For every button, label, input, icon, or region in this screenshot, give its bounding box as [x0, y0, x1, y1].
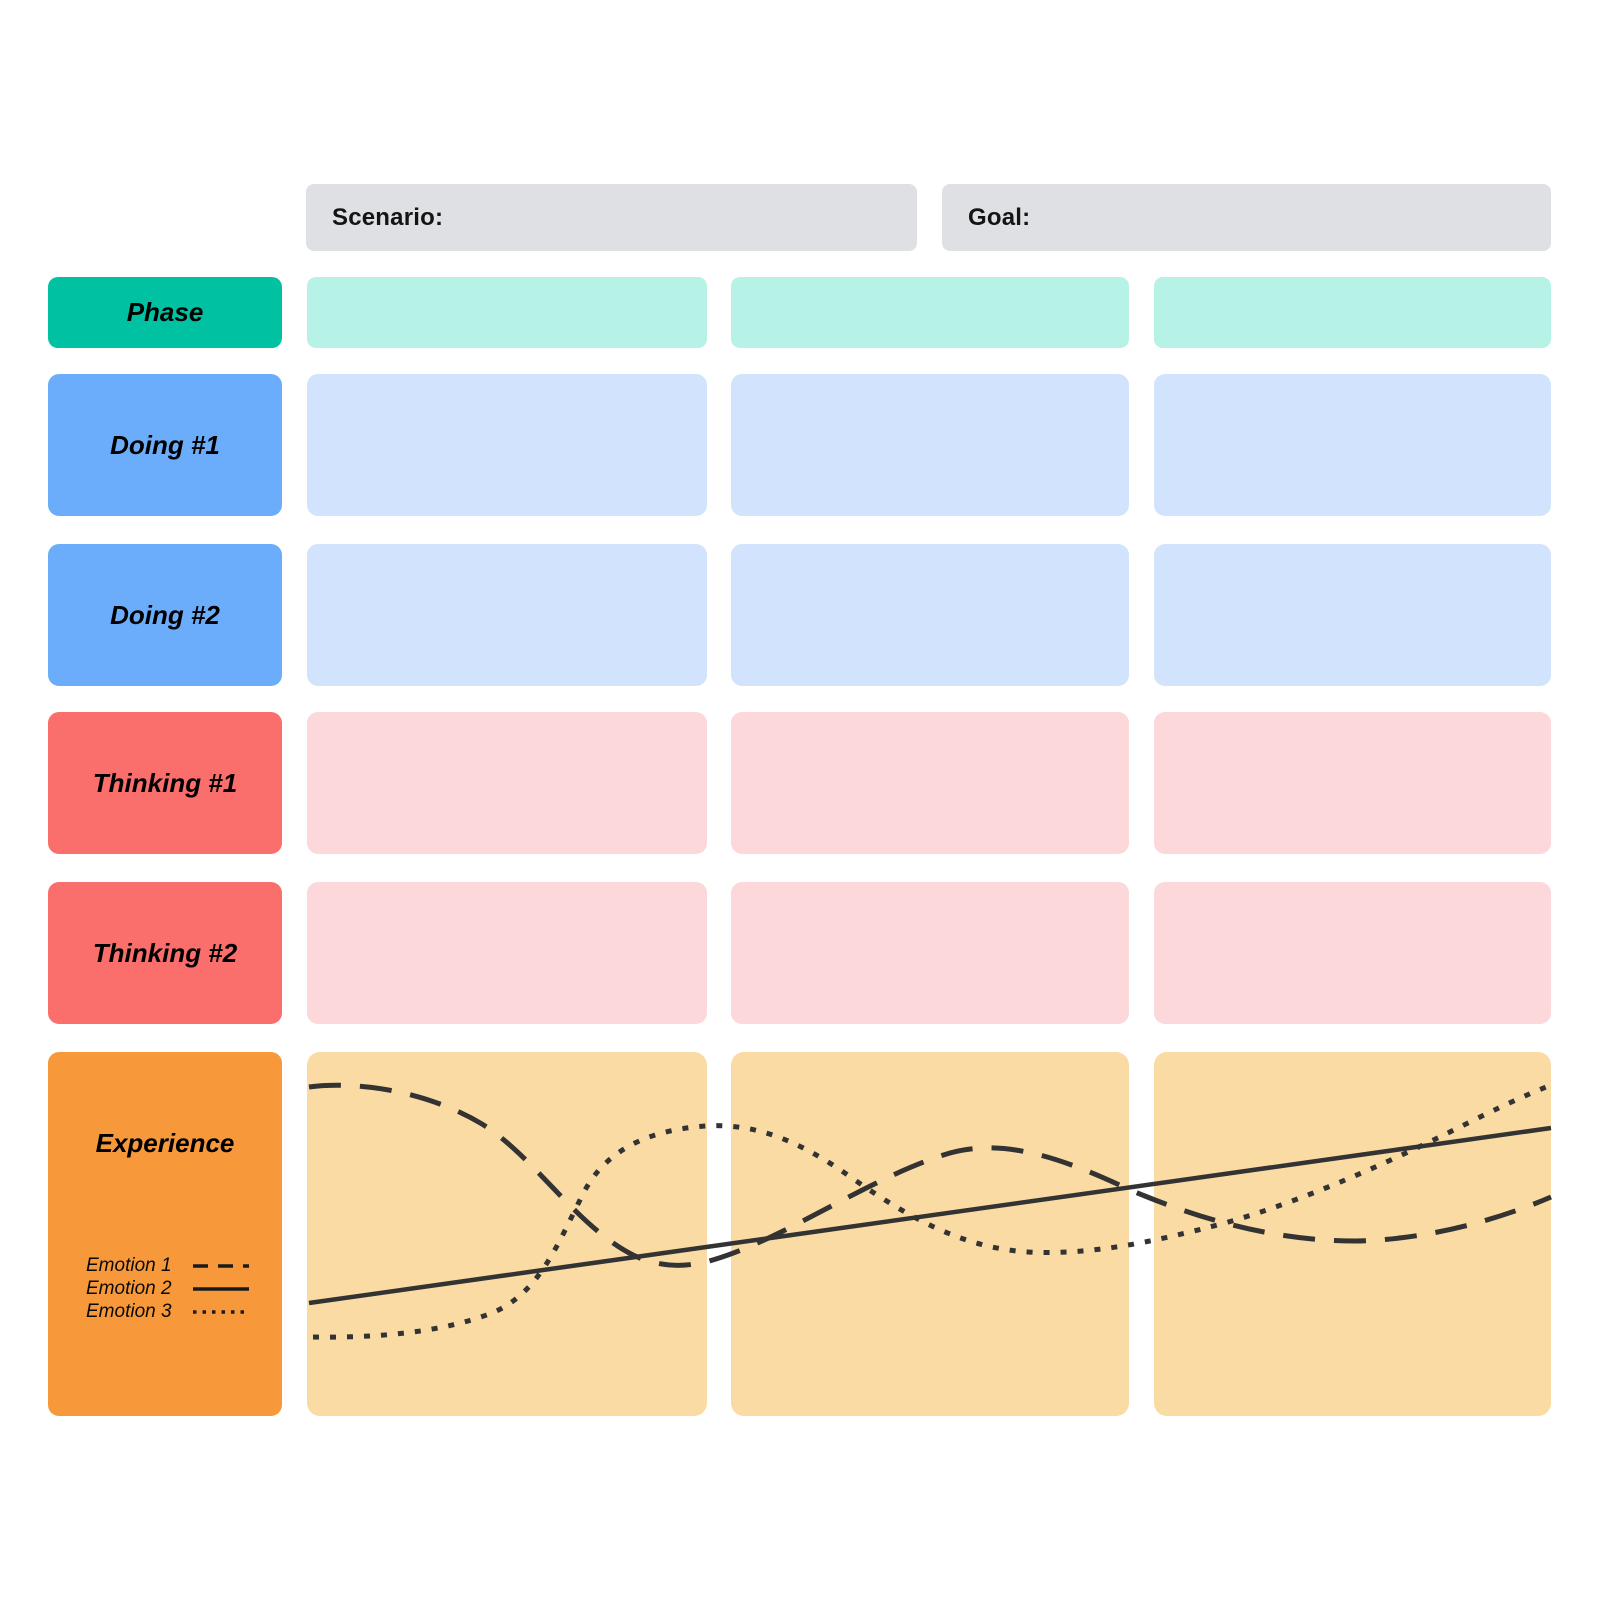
legend-label-emotion-1: Emotion 1 [86, 1254, 172, 1276]
doing-2-label-text: Doing #2 [110, 599, 220, 630]
legend-label-emotion-3: Emotion 3 [86, 1300, 172, 1322]
doing-1-cell-1[interactable] [307, 374, 707, 516]
legend-item-emotion-2: Emotion 2 [86, 1277, 250, 1300]
goal-label: Goal: [968, 203, 1031, 231]
doing-1-cell-2[interactable] [731, 374, 1129, 516]
legend-solid-line-swatch [193, 1286, 249, 1291]
legend-item-emotion-3: Emotion 3 [86, 1300, 250, 1323]
experience-label-text: Experience [95, 1128, 235, 1158]
row-label-phase[interactable]: Phase [48, 277, 282, 348]
phase-cell-3[interactable] [1154, 277, 1551, 348]
row-label-experience[interactable]: Experience Emotion 1 Emotion 2 Emotion 3 [48, 1052, 282, 1416]
doing-2-cell-2[interactable] [731, 544, 1129, 686]
row-label-thinking-1[interactable]: Thinking #1 [48, 712, 282, 854]
legend-dotted-line-swatch [193, 1309, 249, 1314]
doing-1-cell-3[interactable] [1154, 374, 1551, 516]
doing-2-cell-1[interactable] [307, 544, 707, 686]
scenario-header[interactable]: Scenario: [306, 184, 917, 251]
row-label-doing-1[interactable]: Doing #1 [48, 374, 282, 516]
legend-label-emotion-2: Emotion 2 [86, 1277, 172, 1299]
legend-dashed-line-swatch [193, 1263, 249, 1268]
doing-1-label-text: Doing #1 [110, 429, 220, 460]
phase-label-text: Phase [126, 297, 204, 327]
scenario-label: Scenario: [332, 203, 444, 231]
phase-cell-2[interactable] [731, 277, 1129, 348]
thinking-1-label-text: Thinking #1 [92, 767, 238, 798]
phase-cell-1[interactable] [307, 277, 707, 348]
thinking-1-cell-3[interactable] [1154, 712, 1551, 854]
experience-cell-3[interactable] [1154, 1052, 1551, 1416]
thinking-2-cell-3[interactable] [1154, 882, 1551, 1024]
thinking-2-cell-2[interactable] [731, 882, 1129, 1024]
experience-cell-2[interactable] [731, 1052, 1129, 1416]
row-label-thinking-2[interactable]: Thinking #2 [48, 882, 282, 1024]
row-label-doing-2[interactable]: Doing #2 [48, 544, 282, 686]
thinking-2-cell-1[interactable] [307, 882, 707, 1024]
legend-item-emotion-1: Emotion 1 [86, 1254, 250, 1277]
thinking-1-cell-2[interactable] [731, 712, 1129, 854]
goal-header[interactable]: Goal: [942, 184, 1551, 251]
thinking-2-label-text: Thinking #2 [92, 937, 238, 968]
thinking-1-cell-1[interactable] [307, 712, 707, 854]
doing-2-cell-3[interactable] [1154, 544, 1551, 686]
experience-cell-1[interactable] [307, 1052, 707, 1416]
emotion-legend: Emotion 1 Emotion 2 Emotion 3 [86, 1254, 250, 1323]
